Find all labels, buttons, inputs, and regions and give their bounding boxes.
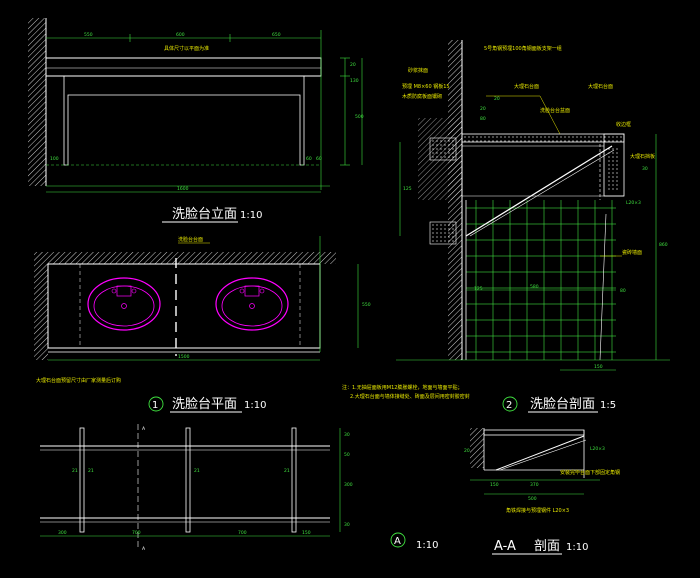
sec-dim-1: 125: [403, 186, 412, 192]
elev-h-3: 500: [355, 114, 364, 120]
elev-h-2: 130: [350, 78, 359, 84]
notes: 注：1.无抽屉面板用M12膨胀螺栓，地面与墙面平贴； 2.大理石台面与墙体接缝处…: [342, 384, 470, 400]
detail-a-cut-top: A: [142, 426, 146, 432]
aa-title-2: 剖面: [534, 539, 560, 554]
aa-label-1: 安装完毕台面下部固定角钢: [560, 469, 620, 476]
elevation-skirt: [63, 76, 305, 166]
aa-title: A-A: [494, 539, 516, 554]
aa-scale: 1:10: [566, 542, 588, 553]
sec-dim-10: 20: [494, 96, 500, 102]
plan-label: 洗脸台台面: [178, 236, 203, 243]
detail-a-marker: A: [394, 536, 401, 547]
elevation-wall-hatch: [28, 18, 46, 186]
plan-view: 洗脸台台面 550 1500 大理石台面预留尺寸由厂家测量后订购 1 洗脸台平面…: [34, 236, 371, 413]
plan-note: 大理石台面预留尺寸由厂家测量后订购: [36, 377, 121, 384]
sec-label-mortar: 砂浆抹面: [408, 67, 428, 74]
plan-marker: 1: [152, 400, 158, 411]
detail-a-side-4: 30: [344, 522, 350, 528]
sec-dim-4: L20×3: [626, 200, 641, 206]
sec-dim-6: 125: [474, 286, 483, 292]
section-marker: 2: [506, 400, 512, 411]
elev-in-1: 100: [50, 156, 59, 162]
elev-in-3: 60: [316, 156, 322, 162]
sec-label-edge: 大理石台面: [588, 83, 613, 90]
section-title: 洗脸台剖面: [530, 397, 595, 412]
elevation-countertop: [45, 57, 322, 77]
sec-label-basin: 洗脸台台盆面: [540, 107, 570, 114]
sec-label-note: 收边框: [616, 121, 631, 128]
plan-title: 洗脸台平面: [172, 397, 237, 412]
sec-label-wood: 木质防腐板面镶砌: [402, 93, 442, 100]
detail-a-cut-bottom: A: [142, 546, 146, 552]
sec-dim-3: 580: [530, 284, 539, 290]
elev-dim-3: 650: [272, 32, 281, 38]
elev-dim-1: 550: [84, 32, 93, 38]
elev-h-1: 20: [350, 62, 356, 68]
sec-dim-8: 20: [480, 106, 486, 112]
section-scale: 1:5: [600, 400, 616, 411]
aa-dim-1: 150: [490, 482, 499, 488]
section-aa-view: 150 370 500 20 L20×3 安装完毕台面下部固定角钢 角铁焊接与预…: [464, 428, 620, 555]
detail-a-dim-2: 700: [132, 530, 141, 536]
elevation-view: 550 600 650 具体尺寸以平面为准 20 130 500 100 60 …: [28, 18, 364, 223]
elev-in-2: 60: [306, 156, 312, 162]
sec-label-anchor: 预埋 M8×60 钢板15: [402, 83, 450, 90]
section-countertop: [461, 133, 625, 143]
detail-a-view: A A 300 700 700 150 30 50 300 30 21 21 2…: [40, 424, 438, 552]
tile-wall: [466, 200, 616, 360]
sec-dim-5: 150: [594, 364, 603, 370]
plan-depth: 550: [362, 302, 371, 308]
detail-a-mid-1: 21: [88, 468, 94, 474]
sec-label-skirt: 大理石挡板: [630, 153, 655, 160]
sec-dim-7: 80: [620, 288, 626, 294]
detail-a-side-2: 50: [344, 452, 350, 458]
sec-label-steel: 5号角钢预埋100角钢面板支架一组: [484, 45, 562, 52]
note-line-1: 注：1.无抽屉面板用M12膨胀螺栓，地面与墙面平贴；: [342, 384, 462, 391]
sec-label-tile: 瓷砖墙面: [622, 249, 642, 256]
basin-left: [87, 277, 161, 331]
detail-a-side-1: 30: [344, 432, 350, 438]
detail-a-dim-4: 150: [302, 530, 311, 536]
detail-a-scale: 1:10: [416, 540, 438, 551]
detail-a-side-3: 300: [344, 482, 353, 488]
section-bracket: [465, 145, 613, 237]
plan-scale: 1:10: [244, 400, 266, 411]
sec-label-top: 大理石台面: [514, 83, 539, 90]
detail-a-mid-2: 21: [194, 468, 200, 474]
elevation-title: 洗脸台立面: [172, 207, 237, 222]
detail-a-dim-3: 700: [238, 530, 247, 536]
plan-width: 1500: [178, 354, 190, 360]
elev-dim-2: 600: [176, 32, 185, 38]
note-line-2: 2.大理石台面与墙体接缝处、砖面及层间用密封胶密封: [350, 393, 470, 400]
detail-a-dim-1: 300: [58, 530, 67, 536]
detail-a-mid-4: 21: [72, 468, 78, 474]
aa-dim-3: 500: [528, 496, 537, 502]
sec-dim-11: 30: [642, 166, 648, 172]
sec-dim-9: 80: [480, 116, 486, 122]
sec-dim-2: 860: [659, 242, 668, 248]
aa-dim-4: 20: [464, 448, 470, 454]
detail-a-mid-3: 21: [284, 468, 290, 474]
aa-dim-2: 370: [530, 482, 539, 488]
elevation-scale: 1:10: [240, 210, 262, 221]
elev-total: 1600: [177, 186, 189, 192]
section-view: 5号角钢预埋100角钢面板支架一组 砂浆抹面 预埋 M8×60 钢板15 木质防…: [396, 40, 670, 413]
aa-dim-5: L20×3: [590, 446, 605, 452]
basin-right: [215, 277, 289, 331]
elev-note: 具体尺寸以平面为准: [164, 45, 209, 52]
aa-label-2: 角铁焊接与预埋钢件 L20×3: [506, 507, 569, 514]
plan-countertop: [47, 263, 321, 349]
